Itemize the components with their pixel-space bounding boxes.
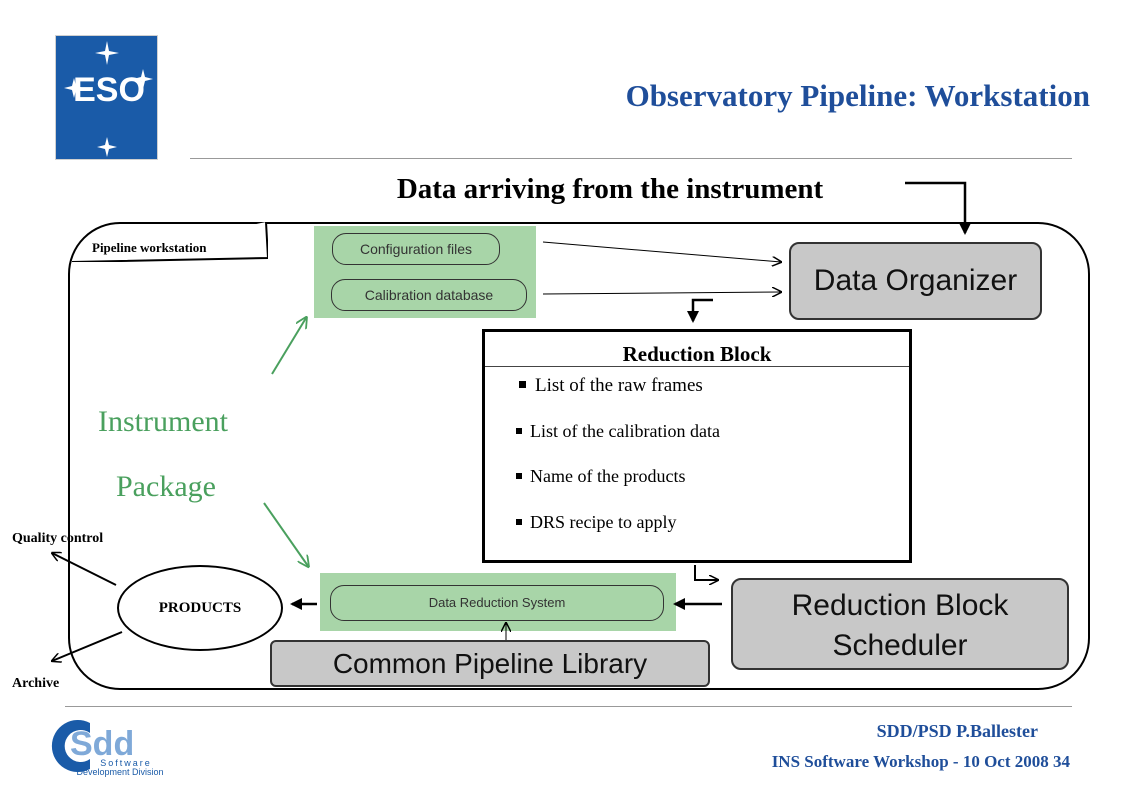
data-organizer-box: Data Organizer xyxy=(789,242,1042,320)
workstation-label: Pipeline workstation xyxy=(92,240,207,255)
scheduler-label-1: Reduction Block xyxy=(791,589,1009,622)
bullet-icon xyxy=(516,428,522,434)
bullet-icon xyxy=(519,381,526,388)
reduction-block-item: List of the raw frames xyxy=(519,375,703,397)
sdd-logo: Sdd Software Development Division xyxy=(48,713,188,777)
drs-label: Data Reduction System xyxy=(428,595,566,610)
package-label: Package xyxy=(116,470,216,503)
config-files-box: Configuration files xyxy=(332,233,500,265)
cpl-box: Common Pipeline Library xyxy=(270,640,710,687)
header-divider xyxy=(190,158,1072,159)
scheduler-box: Reduction Block Scheduler xyxy=(731,578,1069,670)
footer-event: INS Software Workshop - 10 Oct 2008 34 xyxy=(771,752,1070,771)
scheduler-label-2: Scheduler xyxy=(832,629,968,662)
page-title: Observatory Pipeline: Workstation xyxy=(625,78,1090,113)
eso-logo: ESO xyxy=(54,34,159,161)
instrument-label: Instrument xyxy=(98,405,228,438)
bullet-icon xyxy=(516,519,522,525)
reduction-block-item: List of the calibration data xyxy=(516,421,720,442)
reduction-block-item: DRS recipe to apply xyxy=(516,512,676,533)
calibration-db-label: Calibration database xyxy=(364,287,494,303)
eso-logo-text: ESO xyxy=(73,71,145,109)
sdd-logo-sub2: Development Division xyxy=(76,767,163,777)
reduction-block-box xyxy=(482,329,912,563)
config-files-label: Configuration files xyxy=(359,241,473,257)
footer-author: SDD/PSD P.Ballester xyxy=(876,721,1038,741)
workstation-frame xyxy=(68,222,1090,690)
sdd-logo-text: Sdd xyxy=(70,725,134,763)
archive-label: Archive xyxy=(12,676,60,691)
reduction-block-divider xyxy=(485,366,909,367)
calibration-db-box: Calibration database xyxy=(331,279,527,311)
sdd-logo-sub1: Software xyxy=(100,758,152,768)
data-organizer-label: Data Organizer xyxy=(813,264,1018,297)
bullet-icon xyxy=(516,473,522,479)
reduction-block-item: Name of the products xyxy=(516,466,685,487)
drs-box: Data Reduction System xyxy=(330,585,664,621)
footer-divider xyxy=(65,706,1072,707)
diagram-subtitle: Data arriving from the instrument xyxy=(396,173,824,205)
quality-control-label: Quality control xyxy=(12,531,104,546)
cpl-label: Common Pipeline Library xyxy=(332,648,648,679)
products-label: PRODUCTS xyxy=(158,600,242,616)
reduction-block-title: Reduction Block xyxy=(622,342,772,366)
products-ellipse: PRODUCTS xyxy=(117,565,283,651)
